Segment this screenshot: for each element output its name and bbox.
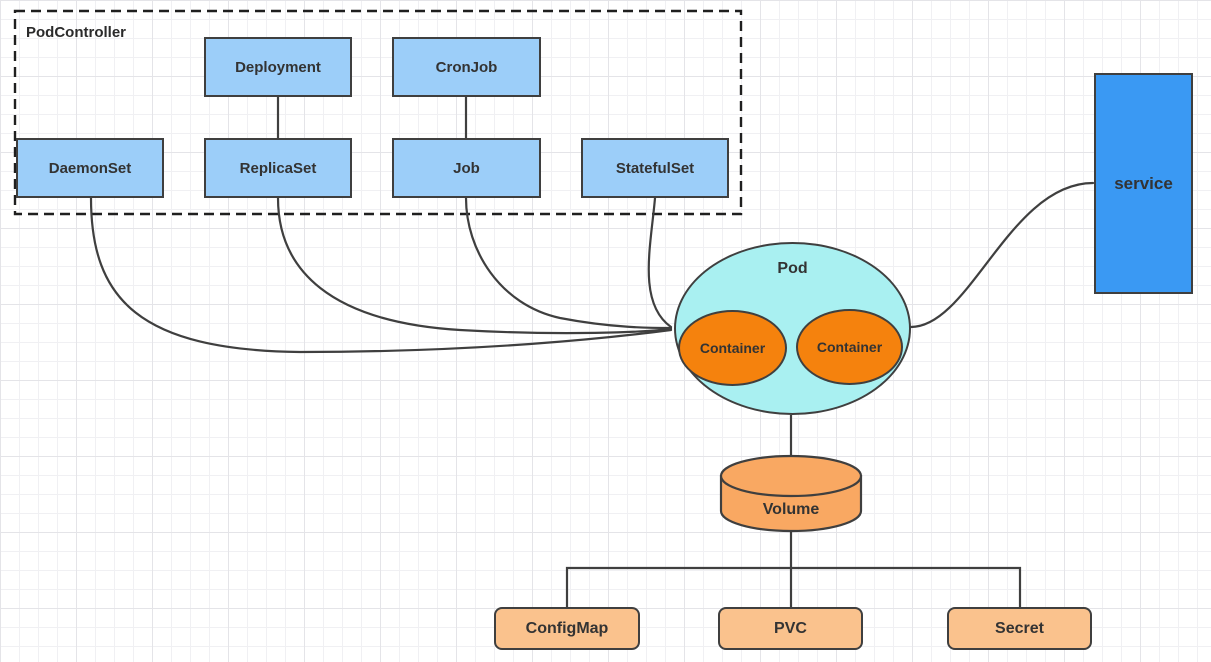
- podcontroller-group-label: PodController: [26, 24, 126, 41]
- node-container-1[interactable]: Container: [678, 310, 787, 386]
- pod-label: Pod: [777, 260, 808, 277]
- node-daemonset[interactable]: DaemonSet: [16, 138, 164, 198]
- node-statefulset[interactable]: StatefulSet: [581, 138, 729, 198]
- edge-job-pod: [464, 196, 673, 330]
- node-service[interactable]: service: [1094, 73, 1193, 294]
- edge-statefulset-pod: [647, 196, 673, 329]
- edge-replicaset-pod: [276, 196, 673, 335]
- node-secret[interactable]: Secret: [947, 607, 1092, 650]
- node-pvc[interactable]: PVC: [718, 607, 863, 650]
- node-volume-cylinder[interactable]: [719, 454, 863, 533]
- node-cronjob[interactable]: CronJob: [392, 37, 541, 97]
- node-replicaset[interactable]: ReplicaSet: [204, 138, 352, 198]
- node-container-2[interactable]: Container: [796, 309, 903, 385]
- volume-label: Volume: [762, 501, 820, 518]
- node-configmap[interactable]: ConfigMap: [494, 607, 640, 650]
- edge-pod-service: [909, 181, 1095, 329]
- node-job[interactable]: Job: [392, 138, 541, 198]
- edge-daemonset-pod: [89, 196, 673, 354]
- volume-cylinder-top[interactable]: [719, 454, 863, 498]
- edge-volume-configmap-secret-branch: [565, 566, 1022, 607]
- node-deployment[interactable]: Deployment: [204, 37, 352, 97]
